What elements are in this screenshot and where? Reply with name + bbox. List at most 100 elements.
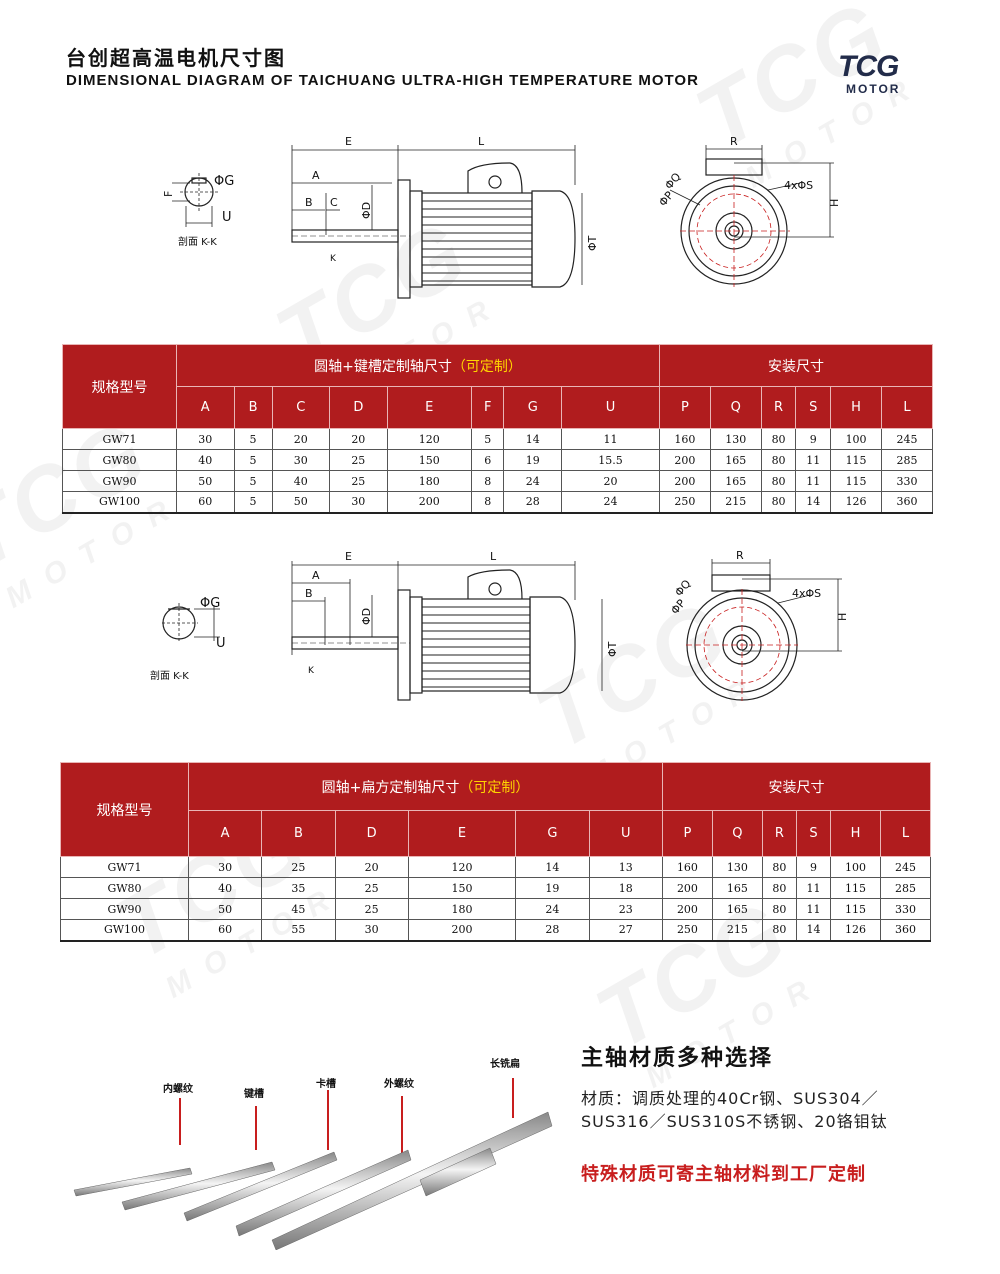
custom-material-note: 特殊材质可寄主轴材料到工厂定制 bbox=[581, 1164, 866, 1185]
column-header: R bbox=[760, 386, 797, 429]
value-cell: 245 bbox=[881, 428, 933, 450]
value-cell: 150 bbox=[386, 449, 472, 471]
shaft-dims-header: 圆轴+键槽定制轴尺寸（可定制） bbox=[176, 344, 660, 387]
model-cell: GW100 bbox=[60, 919, 189, 942]
value-cell: 19 bbox=[503, 449, 562, 471]
dim-label: ΦD bbox=[360, 608, 373, 625]
column-header: U bbox=[561, 386, 660, 429]
column-header: G bbox=[515, 810, 590, 857]
value-cell: 150 bbox=[407, 877, 517, 899]
value-cell: 15.5 bbox=[561, 449, 660, 471]
shaft-snap-groove bbox=[183, 1151, 338, 1222]
shaft-label-external-thread: 外螺纹 bbox=[384, 1079, 414, 1090]
shaft-section-circle bbox=[184, 177, 214, 207]
value-cell: 200 bbox=[658, 449, 711, 471]
value-cell: 160 bbox=[661, 856, 713, 878]
value-cell: 25 bbox=[329, 449, 388, 471]
value-cell: 80 bbox=[761, 856, 797, 878]
column-header: R bbox=[761, 810, 797, 857]
value-cell: 250 bbox=[661, 919, 713, 942]
value-cell: 11 bbox=[795, 877, 832, 899]
value-cell: 250 bbox=[658, 491, 711, 514]
value-cell: 20 bbox=[271, 428, 331, 450]
value-cell: 55 bbox=[261, 919, 336, 942]
value-cell: 28 bbox=[503, 491, 562, 514]
value-cell: 5 bbox=[233, 428, 273, 450]
value-cell: 14 bbox=[795, 491, 832, 514]
column-header: U bbox=[588, 810, 663, 857]
value-cell: 180 bbox=[407, 898, 517, 920]
dim-label: U bbox=[216, 636, 226, 651]
shaft-long-flat bbox=[271, 1111, 553, 1250]
dim-label: R bbox=[730, 135, 738, 148]
column-header: B bbox=[261, 810, 336, 857]
value-cell: 130 bbox=[711, 856, 763, 878]
column-header: Q bbox=[709, 386, 762, 429]
column-header: Q bbox=[711, 810, 763, 857]
dim-label: ΦT bbox=[606, 641, 619, 657]
shaft-label-internal-thread: 内螺纹 bbox=[163, 1084, 193, 1095]
model-header: 规格型号 bbox=[62, 344, 177, 429]
value-cell: 130 bbox=[709, 428, 762, 450]
dim-label: ΦP bbox=[668, 597, 688, 617]
value-cell: 115 bbox=[830, 449, 883, 471]
value-cell: 180 bbox=[386, 470, 472, 492]
value-cell: 115 bbox=[830, 877, 881, 899]
column-header: L bbox=[879, 810, 932, 857]
dim-label: K bbox=[330, 254, 337, 264]
value-cell: 120 bbox=[407, 856, 517, 878]
value-cell: 200 bbox=[407, 919, 517, 942]
column-header: F bbox=[470, 386, 505, 429]
value-cell: 5 bbox=[233, 491, 273, 514]
value-cell: 80 bbox=[761, 898, 797, 920]
value-cell: 25 bbox=[261, 856, 336, 878]
value-cell: 165 bbox=[709, 449, 762, 471]
value-cell: 360 bbox=[879, 919, 932, 942]
value-cell: 115 bbox=[830, 470, 883, 492]
model-header: 规格型号 bbox=[60, 762, 189, 857]
value-cell: 24 bbox=[515, 898, 590, 920]
value-cell: 80 bbox=[761, 877, 797, 899]
value-cell: 14 bbox=[795, 919, 832, 942]
dim-label: B bbox=[305, 196, 313, 209]
value-cell: 18 bbox=[588, 877, 663, 899]
dim-label: ΦQ bbox=[672, 577, 693, 599]
column-header: H bbox=[830, 810, 881, 857]
dim-label: ΦD bbox=[360, 202, 373, 219]
brand-logo: TCG MOTOR bbox=[838, 52, 918, 97]
dim-label: L bbox=[490, 550, 497, 563]
value-cell: 23 bbox=[588, 898, 663, 920]
value-cell: 40 bbox=[271, 470, 331, 492]
value-cell: 285 bbox=[881, 449, 933, 471]
value-cell: 30 bbox=[329, 491, 388, 514]
dim-label: L bbox=[478, 135, 485, 148]
materials-line-1: 材质：调质处理的40Cr钢、SUS304／ bbox=[581, 1089, 879, 1108]
value-cell: 126 bbox=[830, 919, 881, 942]
dim-label: U bbox=[222, 210, 232, 225]
value-cell: 35 bbox=[261, 877, 336, 899]
value-cell: 80 bbox=[760, 428, 797, 450]
value-cell: 40 bbox=[187, 877, 263, 899]
value-cell: 30 bbox=[271, 449, 331, 471]
value-cell: 9 bbox=[795, 428, 832, 450]
shaft-dims-header: 圆轴+扁方定制轴尺寸（可定制） bbox=[188, 762, 663, 811]
shaft-label-long-flat: 长铣扁 bbox=[490, 1059, 520, 1070]
section-label: 剖面 K-K bbox=[178, 235, 217, 248]
value-cell: 14 bbox=[515, 856, 590, 878]
column-header: P bbox=[658, 386, 711, 429]
dim-label: E bbox=[345, 135, 352, 148]
value-cell: 25 bbox=[329, 470, 388, 492]
model-cell: GW80 bbox=[62, 449, 177, 471]
value-cell: 165 bbox=[711, 898, 763, 920]
dim-label: A bbox=[312, 169, 320, 182]
column-header: G bbox=[503, 386, 562, 429]
dim-label: H bbox=[828, 199, 841, 207]
model-cell: GW90 bbox=[62, 470, 177, 492]
column-header: S bbox=[795, 386, 832, 429]
model-cell: GW90 bbox=[60, 898, 189, 920]
column-header: B bbox=[233, 386, 273, 429]
